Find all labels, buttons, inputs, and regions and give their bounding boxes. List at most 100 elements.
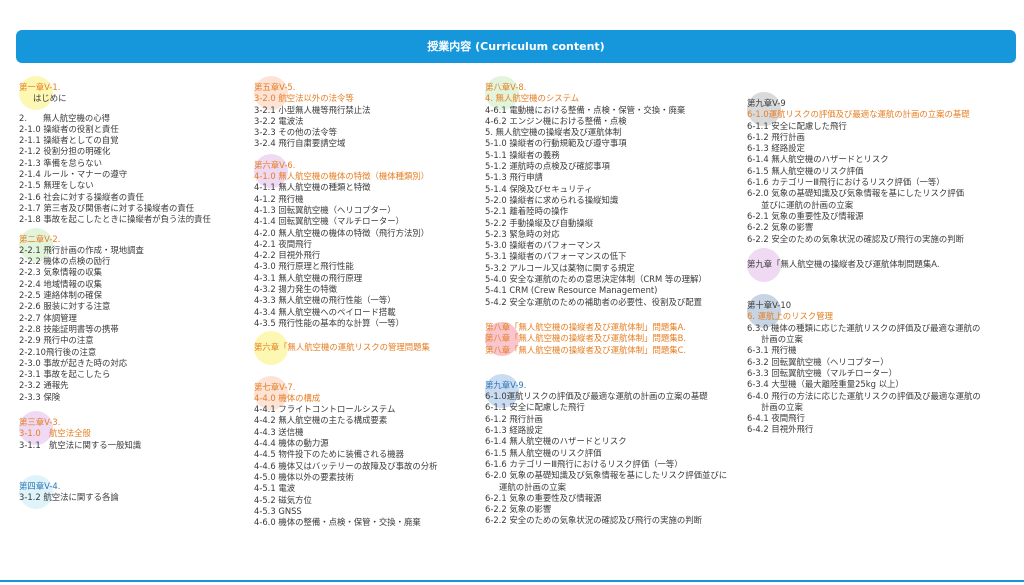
- chapter-circle: [19, 227, 53, 262]
- list-item: 計画の立案: [761, 401, 803, 412]
- list-item: 4-5.1 電波: [254, 483, 296, 494]
- chapter-circle: [485, 373, 519, 408]
- list-item: 6. 運航上のリスク管理: [747, 311, 834, 322]
- list-item: 2-2.7 体調管理: [19, 312, 77, 323]
- list-item: 3-2.0 航空法以外の法令等: [254, 93, 354, 104]
- chapter-7: 第七章V-7. 4-4.0 機体の構成 4-4.1 フライトコントロールシステム…: [254, 375, 480, 529]
- list-item: 4-4.6 機体又はバッテリーの故障及び事故の分析: [254, 460, 438, 471]
- chapter-title[interactable]: 第四章V-4.: [19, 480, 61, 491]
- list-item: 4-1.2 飛行機: [254, 193, 304, 204]
- quiz-link[interactable]: 第九章「無人航空機の操縦者及び運航体制問題集A.: [747, 258, 940, 269]
- chapter-title[interactable]: 第一章V-1.: [19, 82, 61, 92]
- list-item: 2-2.6 服装に対する注意: [19, 301, 111, 312]
- chapter-6-quiz: 第六章「無人航空機の運航リスクの管理問題集: [254, 331, 480, 366]
- list-item: 4-3.4 無人航空機へのペイロード搭載: [254, 306, 396, 317]
- list-item: 3-2.4 飛行自粛要請空域: [254, 138, 346, 149]
- chapter-circle: [485, 321, 519, 356]
- list-item: 2-1.6 社会に対する操縦者の責任: [19, 191, 144, 202]
- list-item: 6-1.6 カテゴリーⅢ飛行におけるリスク評価（一等）: [485, 458, 683, 469]
- chapter-title[interactable]: 第十章V-10: [747, 300, 792, 311]
- list-item: 2-3.3 保険: [19, 391, 61, 402]
- section-title-text: 無人航空機の心得: [43, 112, 110, 123]
- column-2: 第五章V-5. 3-2.0 航空法以外の法令等 3-2.1 小型無人機等飛行禁止…: [254, 76, 480, 529]
- chapter-1: 第一章V-1. はじめに: [19, 76, 247, 110]
- list-item: 6-1.4 無人航空機のハザードとリスク: [485, 436, 627, 447]
- list-item: 4-3.0 飛行原理と飛行性能: [254, 261, 354, 272]
- chapter-title[interactable]: 第二章V-2.: [19, 233, 61, 244]
- list-item: 5-2.0 操縦者に求められる操縦知識: [485, 194, 619, 205]
- section-2: 2.無人航空機の心得 2-1.0 操縦者の役割と責任 2-1.1 操縦者としての…: [19, 113, 247, 226]
- list-item: 2-3.1 事故を起こしたら: [19, 369, 111, 380]
- chapter-title[interactable]: 第九章V-9.: [485, 379, 527, 390]
- chapter-title[interactable]: 第九章V-9: [747, 98, 786, 108]
- section-title: 2.無人航空機の心得: [19, 113, 247, 124]
- list-item: 4-6.0 機体の整備・点検・保管・交換・廃棄: [254, 517, 421, 528]
- list-item: 3-2.1 小型無人機等飛行禁止法: [254, 104, 371, 115]
- list-item: 2-1.8 事故を起こしたときに操縦者が負う法的責任: [19, 214, 211, 225]
- quiz-link[interactable]: 第八章「無人航空機の操縦者及び運航体制」問題集C.: [485, 344, 687, 355]
- list-item: 5-3.0 操縦者のパフォーマンス: [485, 240, 602, 251]
- chapter-title[interactable]: 第八章V-8.: [485, 82, 527, 92]
- chapter-circle: [19, 411, 53, 446]
- list-item: 2-1.2 役割分担の明確化: [19, 146, 111, 157]
- list-item: 4-4.2 無人航空機の主たる構成要素: [254, 415, 388, 426]
- list-item: 6-1.1 安全に配慮した飛行: [485, 402, 585, 413]
- list-item: 6-3.2 回転翼航空機（ヘリコプター）: [747, 356, 889, 367]
- chapter-9-b: 第九章V-9 6-1.0運航リスクの評価及び最適な運航の計画の立案の基礎 6-1…: [747, 92, 1019, 245]
- list-item: 4. 無人航空機のシステム: [485, 93, 580, 104]
- list-item: 5-1.0 操縦者の行動規範及び遵守事項: [485, 138, 627, 149]
- list-item: 5-1.3 飛行申請: [485, 172, 543, 183]
- list-item: 6-4.0 飛行の方法に応じた運航リスクの評価及び最適な運航の: [747, 390, 981, 401]
- quiz-link[interactable]: 第八章「無人航空機の操縦者及び運航体制」問題集A.: [485, 321, 686, 332]
- list-item: 6-2.0 気象の基礎知識及び気象情報を基にしたリスク評価並びに: [485, 470, 728, 481]
- list-item: 2-3.2 通報先: [19, 380, 69, 391]
- list-item: 6-4.1 夜間飛行: [747, 413, 805, 424]
- list-item: 3-1.0 航空法全般: [19, 428, 91, 439]
- list-item: 5-4.0 安全な運航のための意思決定体制（CRM 等の理解）: [485, 274, 707, 285]
- list-item: 5. 無人航空機の操縦者及び運航体制: [485, 127, 622, 138]
- chapter-2: 第二章V-2. 2-2.1 飛行計画の作成・現地調査 2-2.2 機体の点検の励…: [19, 227, 247, 403]
- list-item: 2-2.4 地域情報の収集: [19, 278, 102, 289]
- list-item: 5-4.1 CRM (Crew Resource Management): [485, 285, 658, 296]
- list-item: 4-4.5 物件投下のために装備される機器: [254, 449, 404, 460]
- chapter-title[interactable]: 第六章V-6.: [254, 159, 296, 170]
- chapter-title[interactable]: 第三章V-3.: [19, 417, 61, 428]
- quiz-link[interactable]: 第六章「無人航空機の運航リスクの管理問題集: [254, 342, 430, 353]
- list-item: 4-1.3 回転翼航空機（ヘリコプター）: [254, 204, 396, 215]
- list-item: 4-6.1 電動機における整備・点検・保管・交換・廃棄: [485, 104, 686, 115]
- column-4: 第九章V-9 6-1.0運航リスクの評価及び最適な運航の計画の立案の基礎 6-1…: [747, 92, 1019, 436]
- list-item: 4-2.0 無人航空機の機体の特徴（飛行方法別）: [254, 227, 430, 238]
- list-item: 2-2.5 連絡体制の確保: [19, 290, 102, 301]
- list-item: 6-2.2 安全のための気象状況の確認及び飛行の実施の判断: [485, 515, 702, 526]
- list-item: 6-1.3 経路設定: [485, 425, 543, 436]
- list-item: 6.3.0 機体の種類に応じた運航リスクの評価及び最適な運航の: [747, 322, 981, 333]
- chapter-title[interactable]: 第七章V-7.: [254, 381, 296, 392]
- chapter-circle: [747, 247, 781, 282]
- list-item: 2-1.0 操縦者の役割と責任: [19, 123, 119, 134]
- list-item: 4-5.3 GNSS: [254, 505, 302, 516]
- list-item: 4-5.2 磁気方位: [254, 494, 312, 505]
- chapter-8-quizzes: 第八章「無人航空機の操縦者及び運航体制」問題集A. 第八章「無人航空機の操縦者及…: [485, 321, 743, 356]
- list-item: 6-1.1 安全に配慮した飛行: [747, 120, 847, 131]
- chapter-title[interactable]: 第五章V-5.: [254, 82, 296, 92]
- list-item: 5-1.2 運航時の点検及び確認事項: [485, 161, 610, 172]
- quiz-link[interactable]: 第八章「無人航空機の操縦者及び運航体制」問題集B.: [485, 333, 687, 344]
- chapter-9: 第九章V-9. 6-1.0運航リスクの評価及び最適な運航の計画の立案の基礎 6-…: [485, 373, 743, 527]
- list-item: 並びに運航の計画の立案: [761, 199, 854, 210]
- list-item: 5-4.2 安全な運航のための補助者の必要性、役割及び配置: [485, 296, 702, 307]
- list-item: 5-2.2 手動操縦及び自動操縦: [485, 217, 594, 228]
- list-item: 2-2.10飛行後の注意: [19, 346, 97, 357]
- list-item: 4-1.0 無人航空機の機体の特徴（機体種類別）: [254, 171, 430, 182]
- list-item: 5-3.1 操縦者のパフォーマンスの低下: [485, 251, 627, 262]
- chapter-6: 第六章V-6. 4-1.0 無人航空機の機体の特徴（機体種類別） 4-1.1 無…: [254, 153, 480, 329]
- list-item: 2-2.8 技能証明書等の携帯: [19, 323, 119, 334]
- list-item: 3-1.2 航空法に関する各論: [19, 492, 119, 503]
- list-item: 4-4.1 フライトコントロールシステム: [254, 404, 396, 415]
- column-1: 第一章V-1. はじめに 2.無人航空機の心得 2-1.0 操縦者の役割と責任 …: [19, 76, 247, 509]
- list-item: 2-1.1 操縦者としての自覚: [19, 135, 119, 146]
- chapter-circle: [19, 474, 53, 509]
- chapter-circle: [19, 76, 53, 110]
- chapter-circle: [254, 153, 288, 188]
- list-item: 5-1.1 操縦者の義務: [485, 149, 560, 160]
- list-item: 4-6.2 エンジン機における整備・点検: [485, 115, 627, 126]
